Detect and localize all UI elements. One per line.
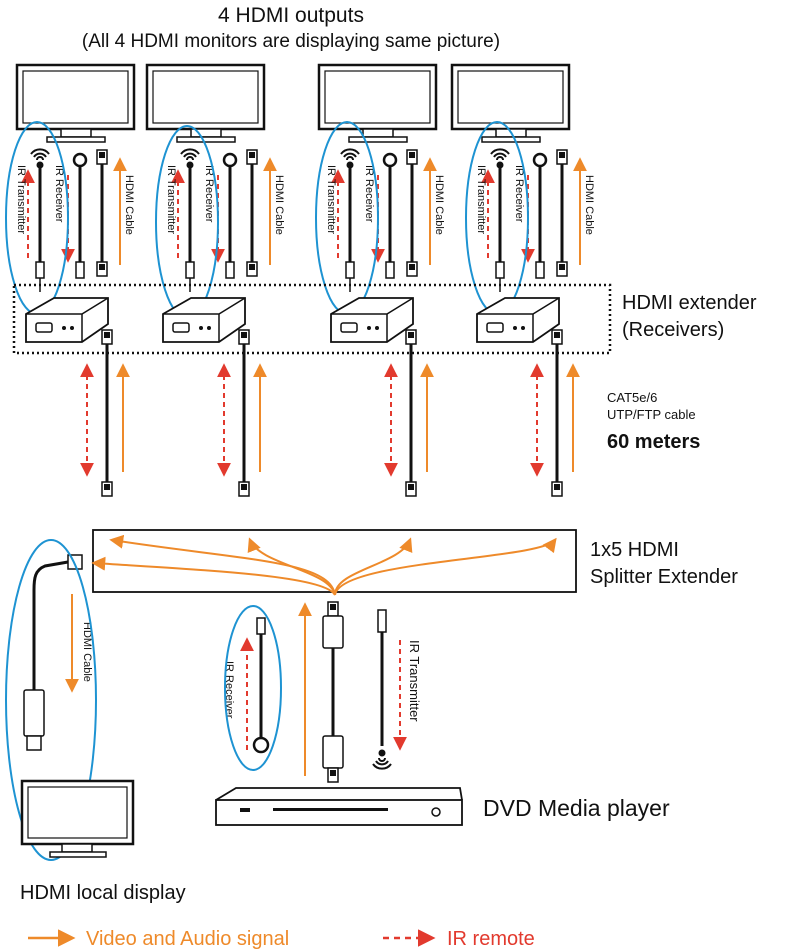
cat-cable-1 (80, 329, 130, 497)
hdmi-monitor-3 (317, 63, 438, 144)
receivers-label-line1: HDMI extender (622, 292, 757, 314)
cat-cable-2 (217, 329, 267, 497)
splitter-label-line1: 1x5 HDMI (590, 539, 679, 561)
cat-cable-4 (530, 329, 580, 497)
label-hdmi-cable-4: HDMI Cable (583, 175, 595, 235)
label-dvd-ir-transmitter: IR Transmitter (407, 640, 422, 722)
hdmi-monitor-1 (15, 63, 136, 144)
diagram-subtitle: (All 4 HDMI monitors are displaying same… (82, 31, 500, 52)
label-ir-receiver-2: IR Receiver (203, 165, 215, 223)
dvd-ir-receiver-cable (240, 617, 270, 754)
legend-ir-label: IR remote (447, 928, 535, 950)
dvd-media-player (215, 787, 463, 826)
local-hdmi-cable (23, 554, 83, 751)
monitor-cables-1 (21, 148, 127, 292)
label-hdmi-cable-2: HDMI Cable (273, 175, 285, 235)
monitor-cables-2 (171, 148, 277, 292)
receivers-label-line2: (Receivers) (622, 319, 724, 341)
splitter-signal-arrows (91, 534, 557, 596)
hdmi-receiver-1 (25, 297, 109, 343)
dvd-ir-highlight-ellipse (224, 605, 282, 771)
label-ir-transmitter-3: IR Transmitter (325, 165, 337, 234)
splitter-label-line2: Splitter Extender (590, 566, 738, 588)
label-ir-receiver-1: IR Receiver (53, 165, 65, 223)
hdmi-receiver-2 (162, 297, 246, 343)
cat-cable-type: CAT5e/6 (607, 390, 657, 405)
label-ir-receiver-3: IR Receiver (363, 165, 375, 223)
splitter-box (92, 529, 577, 593)
local-display-highlight-ellipse (5, 539, 97, 861)
cat-cable-spec: UTP/FTP cable (607, 407, 696, 422)
dvd-label: DVD Media player (483, 795, 670, 821)
local-display-label: HDMI local display (20, 882, 186, 904)
diagram-title: 4 HDMI outputs (218, 4, 364, 27)
cat-cable-distance: 60 meters (607, 431, 700, 453)
legend: Video and Audio signal IR remote (28, 928, 535, 950)
label-hdmi-cable-3: HDMI Cable (433, 175, 445, 235)
label-ir-transmitter-4: IR Transmitter (475, 165, 487, 234)
dvd-ir-transmitter-cable (372, 609, 407, 770)
monitor-cables-3 (331, 148, 437, 292)
dvd-hdmi-cable (322, 601, 344, 783)
cat-cable-3 (384, 329, 434, 497)
hdmi-receiver-3 (330, 297, 414, 343)
hdmi-receiver-4 (476, 297, 560, 343)
label-ir-transmitter-2: IR Transmitter (165, 165, 177, 234)
label-ir-receiver-4: IR Receiver (513, 165, 525, 223)
label-ir-transmitter-1: IR Transmitter (15, 165, 27, 234)
label-hdmi-cable-1: HDMI Cable (123, 175, 135, 235)
label-local-hdmi-cable: HDMI Cable (81, 622, 93, 682)
hdmi-local-display (20, 779, 135, 858)
receivers-group-box (12, 283, 612, 355)
legend-video-label: Video and Audio signal (86, 928, 289, 950)
hdmi-monitor-2 (145, 63, 266, 144)
monitor-cables-4 (481, 148, 587, 292)
